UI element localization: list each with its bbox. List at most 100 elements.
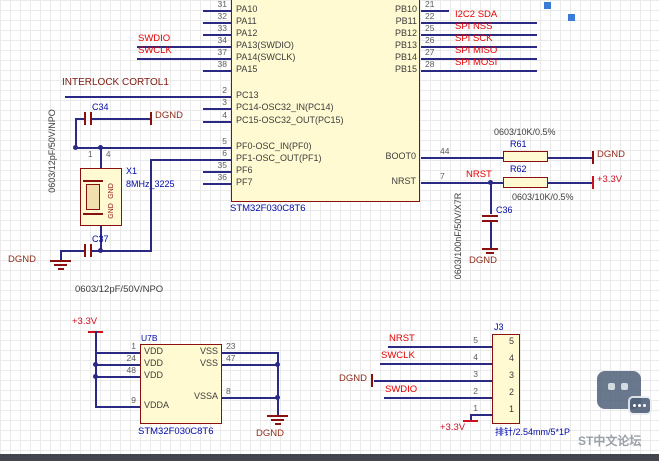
- power-port-dgnd: DGND: [469, 256, 497, 266]
- connector-inner-number: 4: [498, 353, 514, 363]
- crystal-plate: [83, 180, 103, 182]
- wire: [92, 118, 150, 120]
- power-port-3v3: +3.3V: [72, 317, 97, 327]
- capacitor-plate: [482, 215, 498, 217]
- pin-name: VSS: [170, 358, 218, 368]
- watermark-dot: [638, 404, 641, 407]
- capacitor-designator: C37: [92, 234, 109, 244]
- power-port-dgnd: DGND: [597, 150, 625, 160]
- pin-name: PB12: [333, 28, 417, 38]
- pin-number: 26: [425, 35, 434, 45]
- power-port-dgnd: DGND: [327, 374, 367, 384]
- wire: [380, 363, 492, 365]
- ground-bar: [54, 264, 67, 266]
- power-port-3v3: +3.3V: [440, 423, 465, 433]
- wire: [95, 406, 140, 408]
- capacitor-plate: [84, 112, 86, 125]
- pin-name: PF7: [236, 177, 253, 187]
- pin-name: VDDA: [144, 400, 169, 410]
- pin-name: PA10: [236, 4, 257, 14]
- pin-number: 22: [425, 11, 434, 21]
- pin-number: 48: [116, 365, 136, 375]
- crystal-plate: [83, 213, 103, 215]
- connector-inner-number: 3: [498, 370, 514, 380]
- pin-name: PC13: [236, 90, 259, 100]
- pin-name: PB11: [333, 16, 417, 26]
- ground-bar: [267, 415, 288, 417]
- pin-number: 33: [193, 23, 227, 33]
- pin-number: 4: [462, 352, 478, 362]
- connector-comment: 排针/2.54mm/5*1P: [495, 427, 570, 437]
- capacitor-designator: C36: [496, 205, 513, 215]
- net-label-spi-mosi: SPI MOSI: [455, 58, 497, 68]
- resistor-r61-body: [503, 151, 548, 162]
- pin-number: 28: [425, 59, 434, 69]
- ground-bar: [275, 423, 281, 425]
- junction-dot: [93, 374, 98, 379]
- watermark-dot: [633, 404, 636, 407]
- pin-number: 27: [425, 47, 434, 57]
- net-label-spi-nss: SPI NSS: [455, 22, 493, 32]
- connector-designator: J3: [494, 322, 504, 332]
- pin-name: PA14(SWCLK): [236, 52, 295, 62]
- pin-number: 5: [193, 136, 227, 146]
- watermark-eye: [621, 383, 628, 390]
- junction-dot: [73, 145, 78, 150]
- pin-number: 6: [193, 148, 227, 158]
- wire: [470, 414, 492, 416]
- pin-number: 38: [193, 59, 227, 69]
- watermark-dot: [643, 404, 646, 407]
- net-label-spi-sck: SPI SCK: [455, 34, 493, 44]
- capacitor-value: 0603/12pF/50V/NPO: [75, 285, 163, 295]
- net-label-nrst: NRST: [389, 334, 415, 344]
- power-port-bar: [592, 176, 594, 189]
- pin-name: PA13(SWDIO): [236, 40, 294, 50]
- watermark-eye: [608, 383, 615, 390]
- wire: [421, 157, 503, 159]
- pin-name: PA12: [236, 28, 257, 38]
- pin-number: 21: [425, 0, 434, 9]
- power-port-bar: [463, 420, 478, 422]
- pin-number: 1: [116, 341, 136, 351]
- net-label-i2c2-sda: I2C2 SDA: [455, 10, 497, 20]
- wire: [388, 346, 492, 348]
- power-port-dgnd: DGND: [155, 111, 183, 121]
- pin-number: 9: [116, 395, 136, 405]
- power-port-dgnd: DGND: [256, 429, 284, 439]
- pin-number: 31: [193, 0, 227, 9]
- junction-dot: [98, 145, 103, 150]
- pin-number: 24: [116, 353, 136, 363]
- watermark-text: ST中文论坛: [578, 436, 641, 446]
- pin-number: 44: [440, 146, 449, 156]
- net-label-swclk: SWCLK: [138, 46, 172, 56]
- wire: [490, 182, 492, 214]
- selection-marker: [568, 14, 575, 21]
- wire: [203, 70, 231, 72]
- pin-number: 3: [193, 97, 227, 107]
- power-port-bar: [592, 151, 594, 164]
- wire: [95, 352, 97, 407]
- capacitor-plate: [84, 244, 86, 257]
- pin-number: 34: [193, 35, 227, 45]
- bottom-edge: [0, 454, 659, 461]
- pin-name: VDD: [144, 346, 163, 356]
- wire: [100, 147, 102, 168]
- pin-name: VDD: [144, 370, 163, 380]
- wire: [75, 118, 77, 148]
- net-label-swdio: SWDIO: [385, 385, 417, 395]
- pin-name: PA11: [236, 16, 257, 26]
- resistor-r62-body: [503, 177, 548, 188]
- pin-name: PF0-OSC_IN(PF0): [236, 141, 312, 151]
- wire: [222, 364, 277, 366]
- pin-name: NRST: [348, 176, 416, 186]
- pin-number: 2: [193, 85, 227, 95]
- crystal-gnd-text: GND: [107, 199, 117, 223]
- pin-number: 47: [226, 353, 235, 363]
- wire: [95, 331, 97, 353]
- capacitor-value: 0603/100nF/50V/X7R: [453, 166, 463, 306]
- wire: [490, 222, 492, 248]
- pin-number: 35: [193, 160, 227, 170]
- wire: [150, 159, 152, 251]
- power-block-part: STM32F030C8T6: [138, 427, 214, 437]
- ground-bar: [486, 252, 494, 254]
